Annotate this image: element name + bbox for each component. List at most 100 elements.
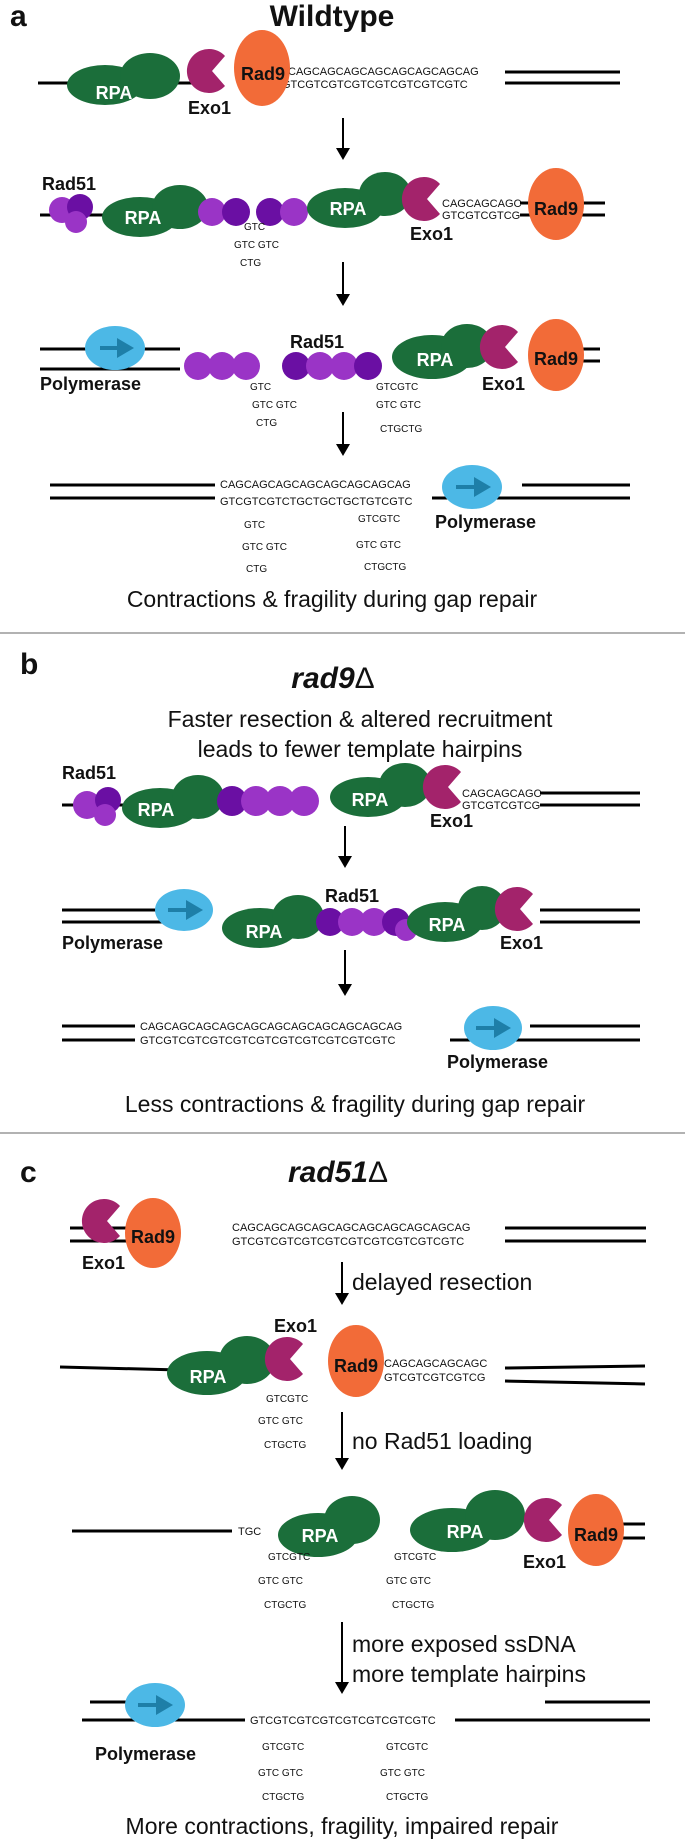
panel-b-subtitle-2: leads to fewer template hairpins xyxy=(198,736,523,762)
seq-top: CAGCAGCAGCAGCAGCAGCAGCAG xyxy=(288,66,479,78)
rad51-cluster xyxy=(217,786,319,816)
arrowhead xyxy=(335,1682,349,1694)
rad51-cluster xyxy=(49,194,93,233)
hairpin-seq: GTC GTC xyxy=(386,1576,431,1587)
rad51-label: Rad51 xyxy=(62,763,116,783)
rpa-protein: RPA xyxy=(222,895,324,948)
hairpin-seq: GTCGTC xyxy=(268,1552,310,1563)
rad9-protein xyxy=(528,319,584,391)
polymerase-protein xyxy=(464,1006,522,1050)
rpa-label: RPA xyxy=(302,1526,339,1546)
rpa-protein: RPA xyxy=(407,886,506,942)
exo1-label: Exo1 xyxy=(500,933,543,953)
panel-c-caption: More contractions, fragility, impaired r… xyxy=(126,1813,559,1839)
panel-b-subtitle-1: Faster resection & altered recruitment xyxy=(168,706,553,732)
rad51-label: Rad51 xyxy=(290,332,344,352)
rad9-protein xyxy=(125,1198,181,1268)
rpa-label: RPA xyxy=(352,790,389,810)
hairpin-seq: GTC GTC xyxy=(380,1768,425,1779)
c-step-3: TGC RPA RPA Exo1 Rad9 GTCGTC GTC GTC CTG… xyxy=(72,1490,645,1611)
rpa-protein: RPA xyxy=(307,172,411,228)
hairpin-seq: GTCGTC xyxy=(266,1394,308,1405)
rpa-label: RPA xyxy=(96,83,133,103)
seq-bottom: GTCGTCGTCGTCGTCGTCGTCGTC xyxy=(282,79,468,91)
hairpin-seq: CTGCTG xyxy=(392,1600,434,1611)
panel-a-caption: Contractions & fragility during gap repa… xyxy=(127,586,538,612)
rpa-label: RPA xyxy=(429,915,466,935)
rpa-label: RPA xyxy=(190,1367,227,1387)
hairpin-seq: GTCGTC xyxy=(358,514,400,525)
seq-top: CAGCAGCAGCAGCAGCAGCAGCAGCAGCAG xyxy=(232,1222,470,1234)
arrowhead xyxy=(335,1458,349,1470)
final-seq-bottom: GTCGTCGTCTGCTGCTGCTGTCGTC xyxy=(220,496,413,508)
exo1-label: Exo1 xyxy=(523,1552,566,1572)
rpa-protein: RPA xyxy=(410,1490,525,1552)
dna-strand xyxy=(504,1379,646,1386)
rad9-label: Rad9 xyxy=(241,64,285,84)
step3-label-1: more exposed ssDNA xyxy=(352,1631,576,1657)
c-step-1: CAGCAGCAGCAGCAGCAGCAGCAGCAGCAG GTCGTCGTC… xyxy=(70,1198,646,1273)
polymerase-protein xyxy=(85,326,145,370)
final-seq-top: CAGCAGCAGCAGCAGCAGCAGCAGCAGCAGCAG xyxy=(140,1021,402,1033)
panel-letter-a: a xyxy=(10,0,27,33)
hairpin-seq: CTGCTG xyxy=(386,1792,428,1803)
hairpin-seq: GTC GTC xyxy=(258,1768,303,1779)
hairpin-seq: CTGCTG xyxy=(264,1600,306,1611)
b-step-3: CAGCAGCAGCAGCAGCAGCAGCAGCAGCAGCAG GTCGTC… xyxy=(62,1006,640,1072)
arrowhead xyxy=(336,148,350,160)
polymerase-label: Polymerase xyxy=(95,1744,196,1764)
rad9-protein xyxy=(234,30,290,106)
rad51-cluster xyxy=(316,908,417,941)
rpa-label: RPA xyxy=(330,199,367,219)
rpa-label: RPA xyxy=(246,922,283,942)
seq-bottom: GTCGTCGTCGTCGTCGTCGTCGTCGTCGTC xyxy=(232,1236,464,1248)
hairpin-seq: GTCGTC xyxy=(386,1742,428,1753)
hairpin-seq: GTC GTC xyxy=(356,540,401,551)
polymerase-label: Polymerase xyxy=(62,933,163,953)
panel-b-caption: Less contractions & fragility during gap… xyxy=(125,1091,586,1117)
c-step-2: RPA Exo1 Rad9 CAGCAGCAGCAGC GTCGTCGTCGTC… xyxy=(59,1316,646,1451)
rad9-protein xyxy=(328,1325,384,1397)
hairpin-seq: CTG xyxy=(240,258,261,269)
panel-b: b rad9Δ Faster resection & altered recru… xyxy=(20,648,640,1117)
a-step-1: CAGCAGCAGCAGCAGCAGCAGCAG GTCGTCGTCGTCGTC… xyxy=(38,30,620,118)
hairpin-seq: GTC GTC xyxy=(376,400,421,411)
a-step-3: Polymerase Rad51 GTC GTC GTC CTG GTCGTC … xyxy=(40,319,600,435)
rpa-protein: RPA xyxy=(67,53,180,105)
polymerase-label: Polymerase xyxy=(40,374,141,394)
panel-c-title: rad51Δ xyxy=(288,1156,388,1189)
arrowhead xyxy=(336,444,350,456)
rpa-protein: RPA xyxy=(278,1496,380,1557)
rad51-cluster xyxy=(184,352,382,380)
panel-c: c rad51Δ CAGCAGCAGCAGCAGCAGCAGCAGCAGCAG … xyxy=(20,1156,650,1839)
rpa-label: RPA xyxy=(417,350,454,370)
final-seq-bottom: GTCGTCGTCGTCGTCGTCGTCGTCGTCGTCGTC xyxy=(140,1035,395,1047)
rad51-cluster xyxy=(73,787,121,826)
polymerase-label: Polymerase xyxy=(447,1052,548,1072)
rad9-label: Rad9 xyxy=(574,1525,618,1545)
rad9-label: Rad9 xyxy=(334,1356,378,1376)
hairpin-seq: GTCGTC xyxy=(262,1742,304,1753)
hairpin-seq: CTGCTG xyxy=(264,1440,306,1451)
hairpin-seq: GTC GTC xyxy=(258,1416,303,1427)
panel-a-title: Wildtype xyxy=(270,0,395,33)
arrowhead xyxy=(338,984,352,996)
exo1-label: Exo1 xyxy=(410,224,453,244)
rpa-protein: RPA xyxy=(122,775,224,828)
exo1-protein xyxy=(494,887,533,931)
rad9-label: Rad9 xyxy=(131,1227,175,1247)
step3-label-2: more template hairpins xyxy=(352,1661,586,1687)
hairpin-seq: GTC xyxy=(250,382,271,393)
hairpin-seq: GTC GTC xyxy=(252,400,297,411)
hairpin-seq: GTC GTC xyxy=(258,1576,303,1587)
rpa-protein: RPA xyxy=(167,1336,275,1395)
hairpin-seq: CTGCTG xyxy=(364,562,406,573)
b-step-1: Rad51 RPA RPA Ex xyxy=(62,763,640,831)
hairpin-seq: GTC GTC xyxy=(234,240,279,251)
rad9-protein xyxy=(568,1494,624,1566)
b-step-2: Polymerase RPA Rad51 RPA Exo1 xyxy=(62,886,640,953)
final-seq-top: CAGCAGCAGCAGCAGCAGCAGCAG xyxy=(220,479,411,491)
panel-letter-c: c xyxy=(20,1156,37,1189)
polymerase-label: Polymerase xyxy=(435,512,536,532)
